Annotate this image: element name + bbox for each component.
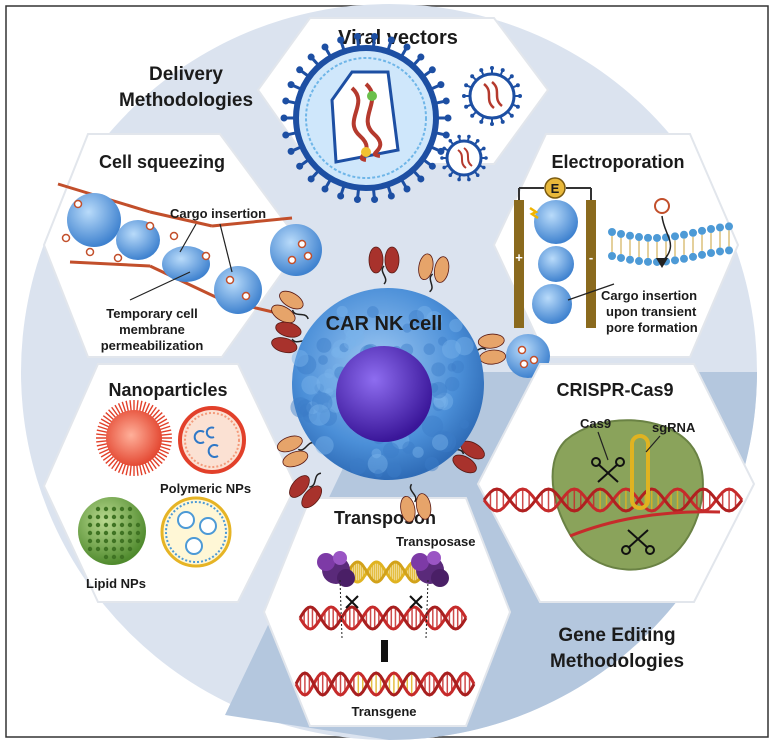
electroporation-title: Electroporation bbox=[551, 152, 684, 172]
polymeric-np-icon bbox=[178, 406, 246, 474]
electro-cargo-label-line2: upon transient bbox=[606, 304, 697, 319]
electro-cell-1 bbox=[534, 200, 578, 244]
negative-electrode bbox=[586, 200, 596, 328]
transposon-scissors-right bbox=[409, 595, 423, 609]
polymeric-nps-label: Polymeric NPs bbox=[160, 481, 251, 496]
transgene-label: Transgene bbox=[351, 704, 416, 719]
scissors-icon-2 bbox=[621, 529, 655, 555]
voltage-symbol: E bbox=[551, 181, 560, 196]
voltage-source-icon bbox=[544, 177, 566, 199]
crispr-cas9-panel: CRISPR-Cas9 Cas9 sgRNA bbox=[476, 363, 756, 603]
crispr-cas9-title: CRISPR-Cas9 bbox=[556, 380, 673, 400]
lipid-np-solid-icon bbox=[78, 497, 146, 565]
crispr-dna-icon bbox=[482, 487, 744, 538]
gene-editing-label-line2: Methodologies bbox=[550, 651, 684, 672]
delivery-label-line1: Delivery bbox=[149, 64, 223, 85]
cell-squeezing-title: Cell squeezing bbox=[99, 152, 225, 172]
car-nk-cell-label: CAR NK cell bbox=[326, 313, 443, 335]
positive-electrode bbox=[514, 200, 524, 328]
electro-cell-3 bbox=[532, 284, 572, 324]
cas9-label: Cas9 bbox=[580, 416, 611, 431]
electro-cell-2 bbox=[538, 246, 574, 282]
transposase-icon-right bbox=[411, 551, 449, 587]
delivery-label-line2: Methodologies bbox=[119, 90, 253, 111]
transposase-icon-left bbox=[317, 551, 355, 587]
cargo-molecule-icon bbox=[654, 198, 670, 214]
lipid-np-vesicle-icon bbox=[160, 496, 232, 568]
squeeze-cell-3 bbox=[162, 246, 210, 282]
nanoparticles-panel: Nanoparticles Polymeric NPs Lipid NPs bbox=[42, 363, 298, 603]
plus-sign: + bbox=[515, 250, 523, 265]
viral-vectors-title: Viral vectors bbox=[338, 27, 458, 49]
sgrna-label: sgRNA bbox=[652, 420, 696, 435]
lipid-nps-label: Lipid NPs bbox=[86, 576, 146, 591]
transposon-scissors-left bbox=[345, 595, 359, 609]
electro-cargo-label-line1: Cargo insertion bbox=[601, 288, 697, 303]
small-virus-icon-1 bbox=[462, 66, 522, 126]
transposon-panel: Transposon Transposase Transgene bbox=[262, 497, 512, 727]
permeabilization-label-line3: permeabilization bbox=[101, 338, 204, 353]
car-nk-cell: CAR NK cell bbox=[271, 246, 507, 523]
sgrna-icon bbox=[630, 434, 650, 510]
gene-editing-label-line1: Gene Editing bbox=[558, 625, 675, 646]
nucleus bbox=[336, 346, 432, 442]
transposase-label: Transposase bbox=[396, 534, 476, 549]
minus-sign: - bbox=[589, 250, 593, 265]
permeabilization-label-line2: membrane bbox=[119, 322, 185, 337]
cell-squeezing-panel: Cell squeezing Cargo insertion Temporary… bbox=[42, 133, 304, 358]
transposon-dna-icon bbox=[294, 560, 476, 697]
small-virus-icon-2 bbox=[440, 134, 488, 182]
viral-vectors-panel: Viral vectors bbox=[256, 17, 550, 204]
nanoparticles-title: Nanoparticles bbox=[108, 380, 227, 400]
cas9-protein-icon bbox=[551, 419, 704, 571]
insertion-arrow bbox=[381, 640, 388, 662]
scissors-icon bbox=[591, 457, 625, 483]
cargo-insertion-label: Cargo insertion bbox=[170, 206, 266, 221]
squeezed-cell-exit bbox=[270, 224, 322, 276]
electroporation-panel: Electroporation E + - Cargo insertion up… bbox=[492, 133, 740, 358]
permeabilization-label-line1: Temporary cell bbox=[106, 306, 198, 321]
large-virus-icon bbox=[280, 32, 452, 204]
electro-cargo-label-line3: pore formation bbox=[606, 320, 698, 335]
squeeze-cell-4 bbox=[214, 266, 262, 314]
